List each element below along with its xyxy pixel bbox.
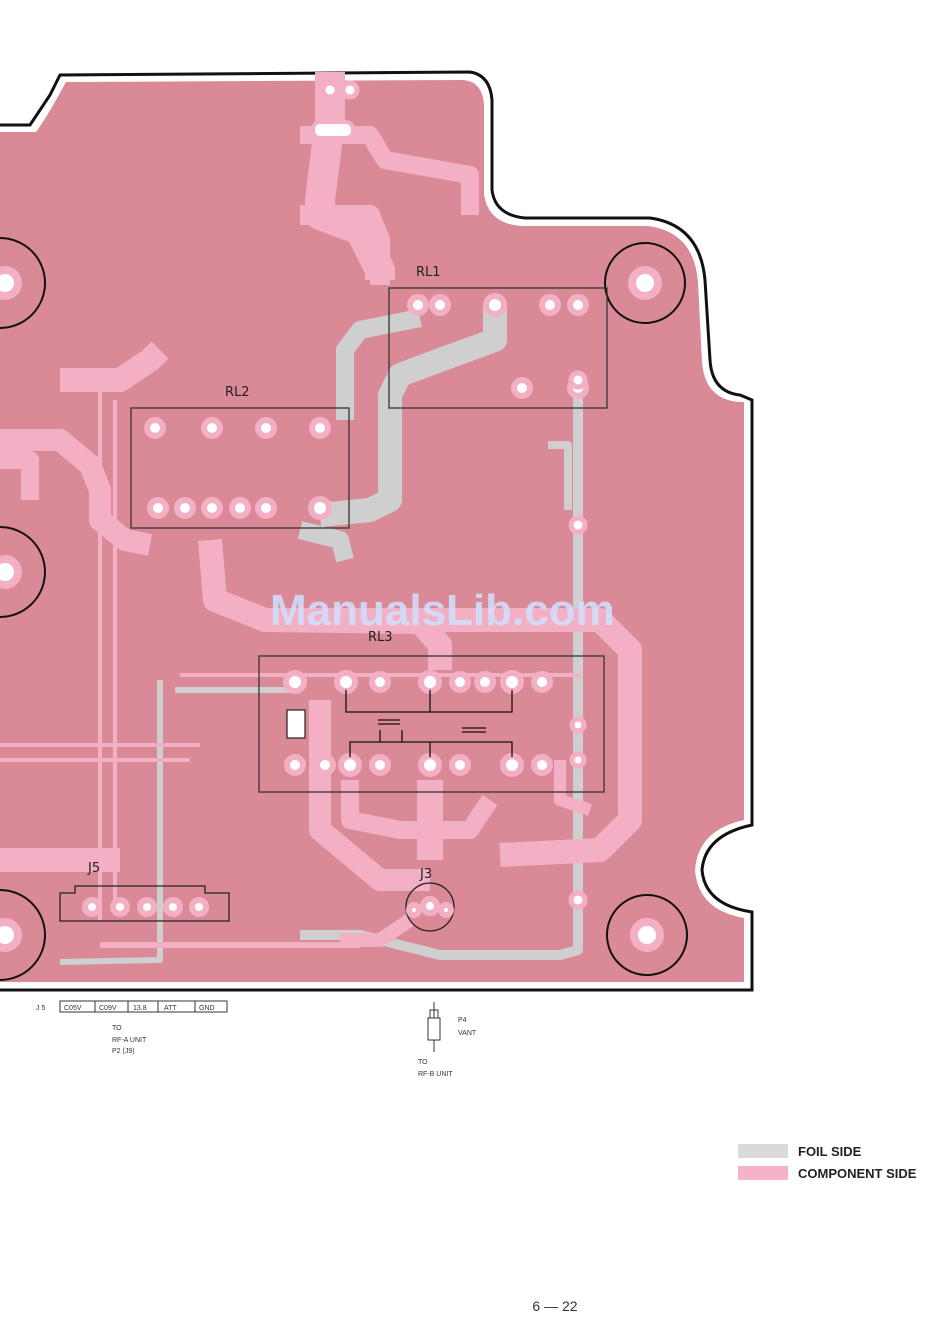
pad <box>409 905 419 915</box>
legend-component-label: COMPONENT SIDE <box>798 1166 916 1181</box>
pad <box>570 297 586 313</box>
pad <box>534 757 550 773</box>
legend-component: COMPONENT SIDE <box>738 1162 916 1184</box>
pad <box>177 500 193 516</box>
pad <box>232 500 248 516</box>
j5-pin-label: 13.8 <box>133 1005 147 1012</box>
mounting-hole <box>0 270 18 296</box>
pad <box>147 420 163 436</box>
component-swatch <box>738 1166 788 1180</box>
mounting-hole <box>0 559 18 585</box>
j3-label: J3 <box>419 867 432 882</box>
note-to-a: TO <box>112 1025 122 1032</box>
pad <box>410 297 426 313</box>
page-number: 6 — 22 <box>0 1298 950 1314</box>
foil-swatch <box>738 1144 788 1158</box>
pad <box>311 499 329 517</box>
pad <box>542 297 558 313</box>
pad <box>317 757 333 773</box>
mounting-hole <box>632 270 658 296</box>
watermark: ManualsLib.com <box>270 586 615 635</box>
pad <box>204 500 220 516</box>
pad <box>192 900 206 914</box>
pad <box>572 754 584 766</box>
rl1-label: RL1 <box>416 265 441 280</box>
pad <box>258 420 274 436</box>
legend-foil-label: FOIL SIDE <box>798 1144 861 1159</box>
j5-pin-label: C05V <box>64 1005 82 1012</box>
pad <box>571 373 585 387</box>
note-rf-b-unit: RF-B UNIT <box>418 1071 453 1078</box>
pad <box>140 900 154 914</box>
note-rf-a-unit: RF-A UNIT <box>112 1037 147 1044</box>
rl2-label: RL2 <box>225 385 250 400</box>
coax-connector-icon <box>428 1002 440 1052</box>
pad <box>452 674 468 690</box>
connection-notes: TO RF-A UNIT P2 (J9) P4 VANT TO RF-B UNI… <box>112 1002 477 1078</box>
legend-foil: FOIL SIDE <box>738 1140 916 1162</box>
pad <box>423 899 437 913</box>
pad <box>166 900 180 914</box>
j5-pin-prefix: J 5 <box>36 1005 45 1012</box>
pad <box>486 296 504 314</box>
j5-pin-label: C09V <box>99 1005 117 1012</box>
pad <box>534 674 550 690</box>
pad <box>503 673 521 691</box>
j5-pin-table: J 5 C05V C09V 13.8 ATT GND <box>36 1001 227 1012</box>
pad <box>421 756 439 774</box>
pad <box>337 673 355 691</box>
pad <box>258 500 274 516</box>
mounting-hole <box>0 922 18 948</box>
pad <box>341 756 359 774</box>
pad <box>421 673 439 691</box>
pad <box>572 719 584 731</box>
rl3-coil <box>287 710 305 738</box>
j5-pin-label: GND <box>199 1005 215 1012</box>
pad <box>372 757 388 773</box>
pad <box>287 757 303 773</box>
pad <box>323 83 337 97</box>
pad <box>286 673 304 691</box>
top-component-pad <box>313 122 353 138</box>
pad <box>571 893 585 907</box>
pad <box>503 756 521 774</box>
note-vant: VANT <box>458 1030 477 1037</box>
pad <box>372 674 388 690</box>
pad <box>452 757 468 773</box>
pad <box>113 900 127 914</box>
mounting-hole <box>634 922 660 948</box>
pad <box>204 420 220 436</box>
pad <box>150 500 166 516</box>
note-p4: P4 <box>458 1017 467 1024</box>
j5-label: J5 <box>87 861 100 876</box>
pad <box>432 297 448 313</box>
pad <box>441 905 451 915</box>
pad <box>343 83 357 97</box>
note-p2: P2 (J9) <box>112 1048 135 1055</box>
note-to-b: TO <box>418 1059 428 1066</box>
pad <box>571 518 585 532</box>
pad <box>312 420 328 436</box>
pad <box>514 380 530 396</box>
j5-pin-label: ATT <box>164 1005 177 1012</box>
legend: FOIL SIDE COMPONENT SIDE <box>738 1140 916 1184</box>
pad <box>85 900 99 914</box>
pad <box>477 674 493 690</box>
